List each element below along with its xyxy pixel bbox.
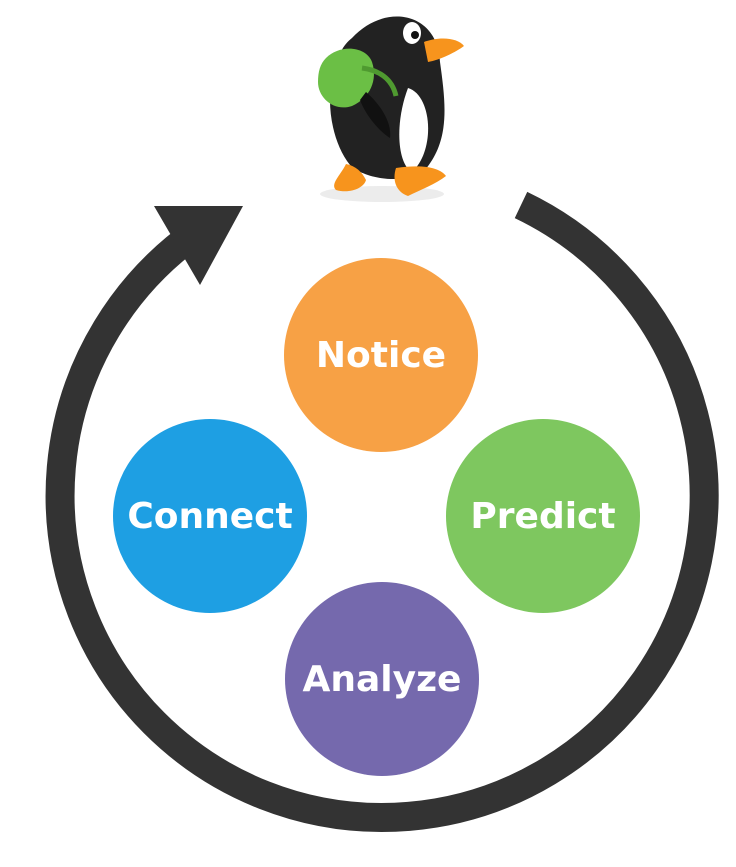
backpack-icon: [318, 48, 374, 108]
penguin-wing: [360, 92, 391, 138]
node-analyze: Analyze: [285, 582, 479, 776]
arrow-head-icon: [154, 206, 243, 285]
node-connect-circle: [113, 419, 307, 613]
node-predict-circle: [446, 419, 640, 613]
penguin-beak: [424, 38, 464, 62]
node-connect: Connect: [113, 419, 307, 613]
penguin-mascot-icon: [318, 16, 464, 202]
cycle-arrow-path: [45, 191, 719, 832]
node-analyze-label: Analyze: [303, 659, 462, 700]
node-notice-label: Notice: [316, 335, 446, 376]
cycle-arrow: [45, 191, 719, 832]
penguin-pupil: [411, 31, 419, 39]
node-predict-label: Predict: [470, 496, 615, 537]
node-notice-circle: [284, 258, 478, 452]
node-predict: Predict: [446, 419, 640, 613]
node-analyze-circle: [285, 582, 479, 776]
backpack-strap: [361, 65, 399, 97]
penguin-belly: [399, 88, 429, 172]
penguin-foot-left: [334, 164, 366, 192]
node-notice: Notice: [284, 258, 478, 452]
node-connect-label: Connect: [127, 496, 292, 537]
penguin-foot-right: [394, 166, 446, 196]
